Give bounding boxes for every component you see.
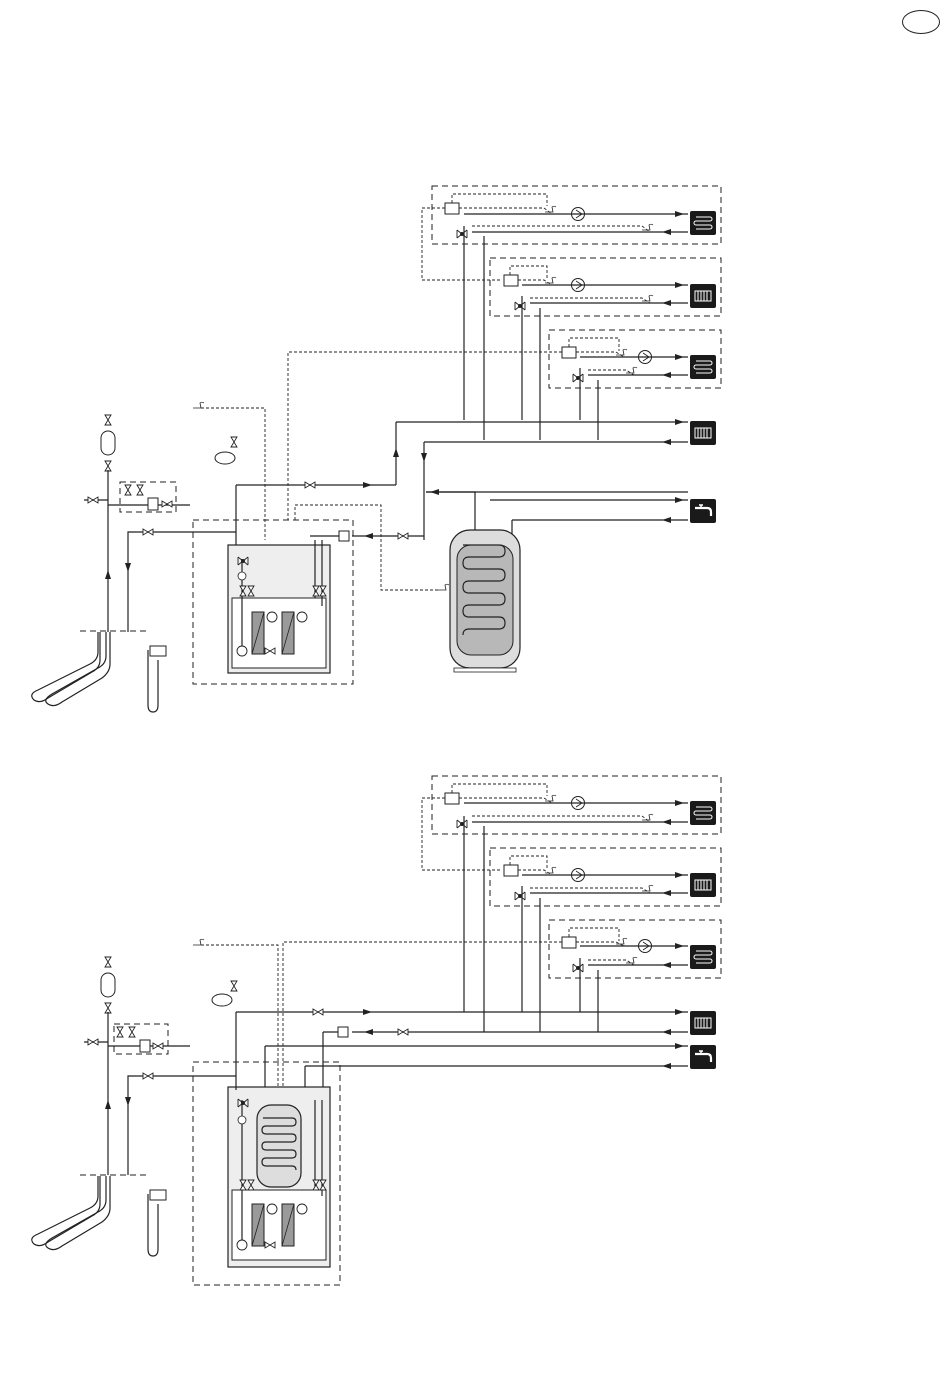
water-heater-lower [257, 1105, 301, 1187]
diagram-upper [32, 186, 721, 712]
diagram-lower [32, 776, 721, 1285]
